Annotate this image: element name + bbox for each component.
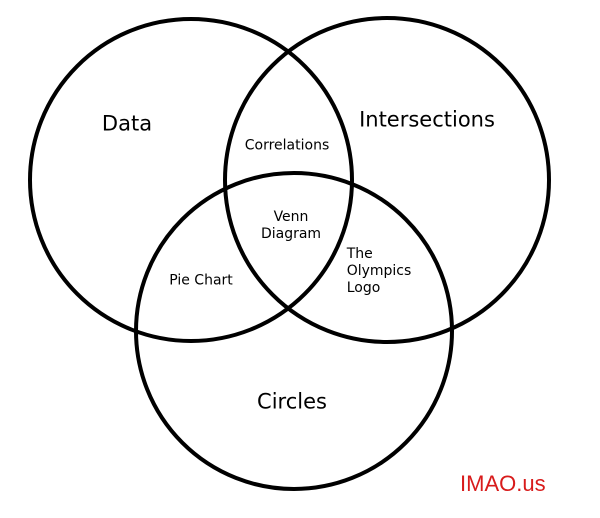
- label-circles: Circles: [257, 389, 327, 414]
- label-olympics-logo: The Olympics Logo: [347, 246, 412, 296]
- label-venn-diagram: Venn Diagram: [261, 209, 321, 243]
- label-intersections: Intersections: [359, 107, 495, 132]
- label-olympics-line-3: Logo: [346, 279, 381, 296]
- label-olympics-line-2: Olympics: [346, 262, 412, 279]
- circle-data: [28, 17, 354, 343]
- circle-circles: [134, 171, 454, 491]
- circle-intersections: [223, 16, 551, 344]
- label-pie-chart: Pie Chart: [169, 272, 233, 289]
- label-correlations: Correlations: [244, 137, 330, 154]
- watermark-text: IMAO.us: [460, 471, 546, 496]
- label-data: Data: [101, 111, 153, 136]
- label-venn-line-2: Diagram: [260, 226, 322, 242]
- label-venn-line-1: Venn: [273, 209, 309, 226]
- label-olympics-line-1: The: [346, 245, 373, 262]
